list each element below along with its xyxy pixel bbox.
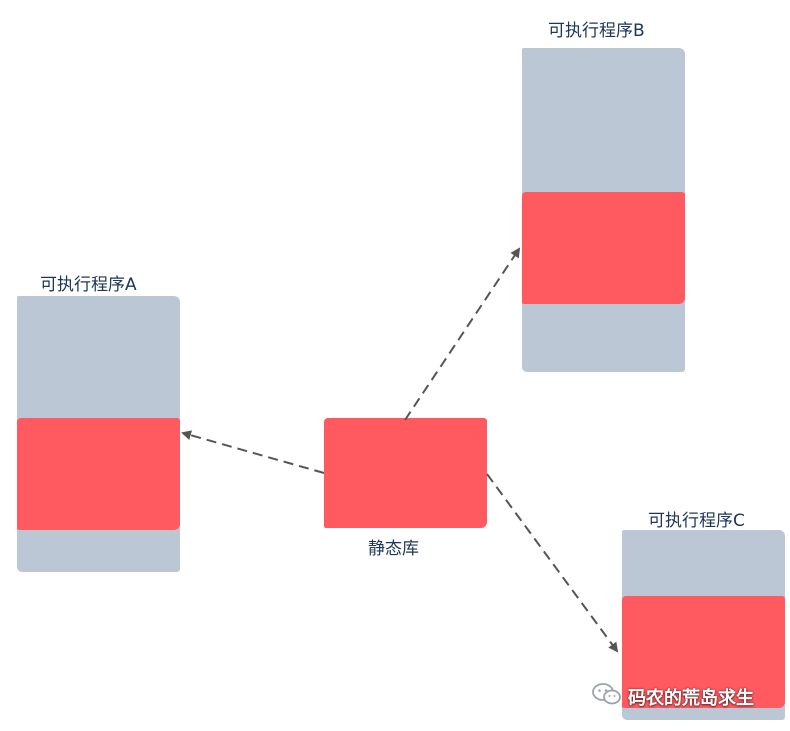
static-lib-label: 静态库	[368, 539, 419, 559]
wechat-icon	[592, 682, 622, 711]
program-b-static-lib-segment	[522, 192, 685, 304]
watermark-text: 码农的荒岛求生	[628, 687, 754, 709]
program-a-static-lib-segment	[17, 418, 180, 530]
program-c-label: 可执行程序C	[648, 511, 745, 531]
program-a-label: 可执行程序A	[40, 275, 137, 295]
program-c-static-lib-segment	[622, 596, 785, 708]
program-b-label: 可执行程序B	[548, 21, 645, 41]
arrow-to-program-a	[181, 430, 325, 474]
watermark: 码农的荒岛求生	[592, 682, 754, 711]
arrow-to-program-b	[404, 247, 521, 421]
static-lib-block	[324, 418, 487, 528]
arrow-to-program-c	[486, 473, 619, 653]
